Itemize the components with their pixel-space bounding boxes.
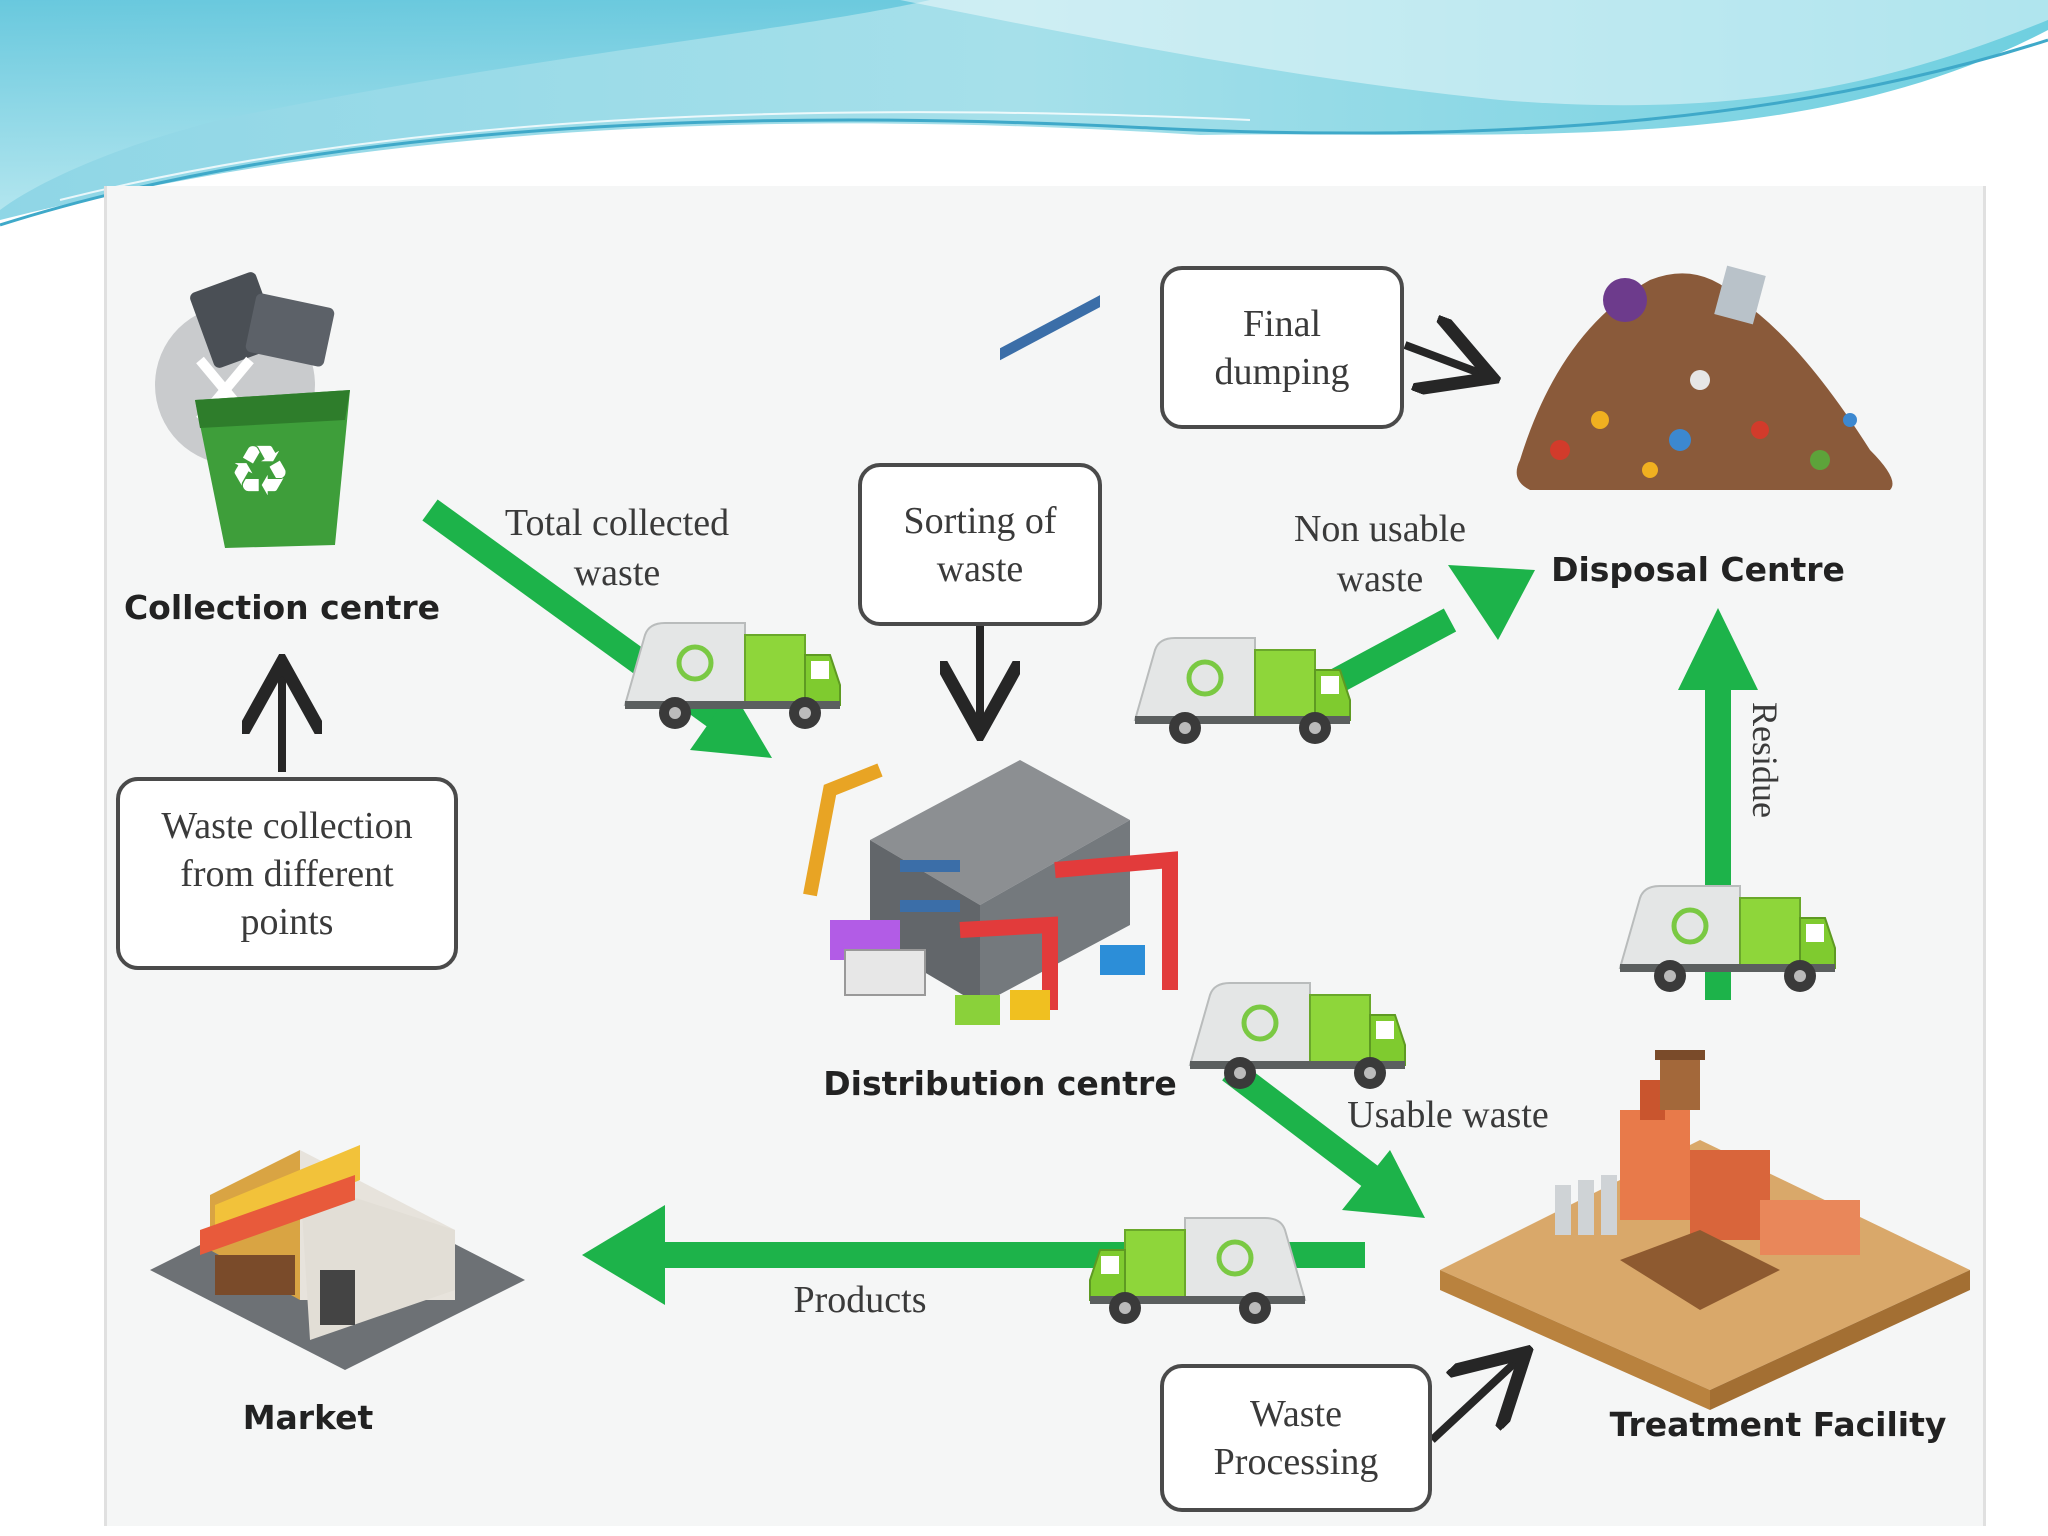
treatment-facility-label: Treatment Facility bbox=[1609, 1405, 1947, 1444]
arrow-waste-processing bbox=[1429, 1358, 1520, 1443]
disposal-centre-label: Disposal Centre bbox=[1551, 550, 1845, 589]
distribution-centre-label: Distribution centre bbox=[823, 1064, 1177, 1103]
market-label: Market bbox=[242, 1398, 374, 1437]
landfill-icon bbox=[1516, 265, 1893, 490]
total-collected-waste-label: Total collected waste bbox=[504, 502, 730, 594]
final-dumping-box: Final dumping bbox=[1160, 266, 1404, 429]
waste-collection-box: Waste collection from different points bbox=[116, 777, 458, 970]
usable-waste-label: Usable waste bbox=[1347, 1094, 1549, 1136]
refinery-icon bbox=[1440, 1050, 1970, 1410]
sorting-of-waste-box: Sorting of waste bbox=[858, 463, 1102, 626]
residue-label: Residue bbox=[1745, 702, 1785, 818]
arrow-final-dumping bbox=[1403, 345, 1485, 375]
collection-centre-label: Collection centre bbox=[123, 588, 441, 627]
garbage-truck-icon bbox=[1135, 638, 1350, 744]
factory-icon bbox=[803, 295, 1178, 1025]
header-wave bbox=[0, 0, 2048, 227]
garbage-truck-icon bbox=[1090, 1218, 1305, 1324]
waste-processing-box: Waste Processing bbox=[1160, 1364, 1432, 1512]
non-usable-waste-label: Non usable waste bbox=[1293, 508, 1467, 600]
garbage-truck-icon bbox=[1190, 983, 1405, 1089]
products-label: Products bbox=[793, 1279, 927, 1321]
shop-icon bbox=[150, 1145, 525, 1370]
svg-text:♻: ♻ bbox=[229, 430, 292, 512]
arrow-usable bbox=[1222, 1059, 1425, 1218]
recycle-bin-icon: ♻ bbox=[155, 272, 350, 548]
